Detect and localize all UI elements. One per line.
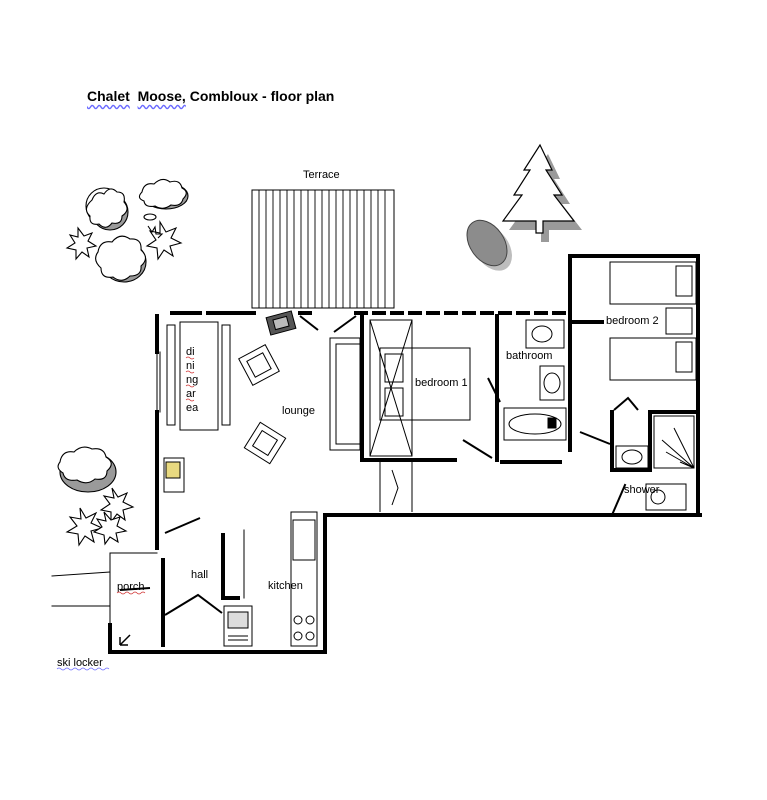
kitchen-counter (290, 511, 318, 647)
label-dining-area: di ni ng ar ea (185, 346, 199, 414)
title-part-moose: Moose, (137, 88, 186, 104)
title-part-chalet: Chalet (87, 88, 130, 104)
corridor-to-garden (379, 462, 413, 512)
wardrobe (369, 319, 413, 457)
fireplace-icon (163, 457, 185, 493)
stove-icon (293, 615, 315, 641)
label-terrace: Terrace (303, 169, 340, 181)
label-bedroom-2: bedroom 2 (606, 315, 659, 327)
sofa (329, 337, 361, 451)
sink-icon (615, 445, 649, 469)
toilet-icon (645, 483, 687, 511)
label-bedroom-1: bedroom 1 (415, 377, 468, 389)
fridge (223, 605, 253, 647)
dining-line: di (186, 346, 195, 358)
shower-tray (653, 415, 695, 469)
door-swings (119, 315, 639, 646)
dining-line: ea (186, 402, 199, 414)
tv-icon (265, 310, 297, 336)
label-lounge: lounge (282, 405, 315, 417)
label-hall: hall (191, 569, 208, 581)
bathtub-icon (503, 407, 567, 441)
spellcheck-underline (56, 667, 110, 671)
dining-line: ng (186, 374, 198, 386)
label-ski-locker: ski locker (57, 657, 103, 669)
label-bathroom: bathroom (506, 350, 552, 362)
title-part-rest: Combloux - floor plan (189, 88, 335, 104)
spellcheck-underline (116, 591, 146, 595)
double-bed (379, 347, 471, 421)
dining-table (166, 321, 231, 431)
rock-icon (466, 219, 512, 271)
single-bed (609, 261, 697, 381)
label-shower: shower (624, 484, 660, 496)
label-porch: porch (117, 581, 145, 593)
toilet-icon (525, 319, 565, 349)
terrace-deck (251, 189, 395, 309)
armchair-icon (238, 344, 287, 465)
walls (51, 254, 702, 654)
label-kitchen: kitchen (268, 580, 303, 592)
dining-line: ni (186, 360, 195, 372)
pine-tree-icon (501, 143, 582, 242)
dining-line: ar (186, 388, 196, 400)
sink-icon (539, 365, 565, 401)
bush-icon (57, 178, 189, 547)
page-title: Chalet Moose, Combloux - floor plan (87, 88, 334, 104)
